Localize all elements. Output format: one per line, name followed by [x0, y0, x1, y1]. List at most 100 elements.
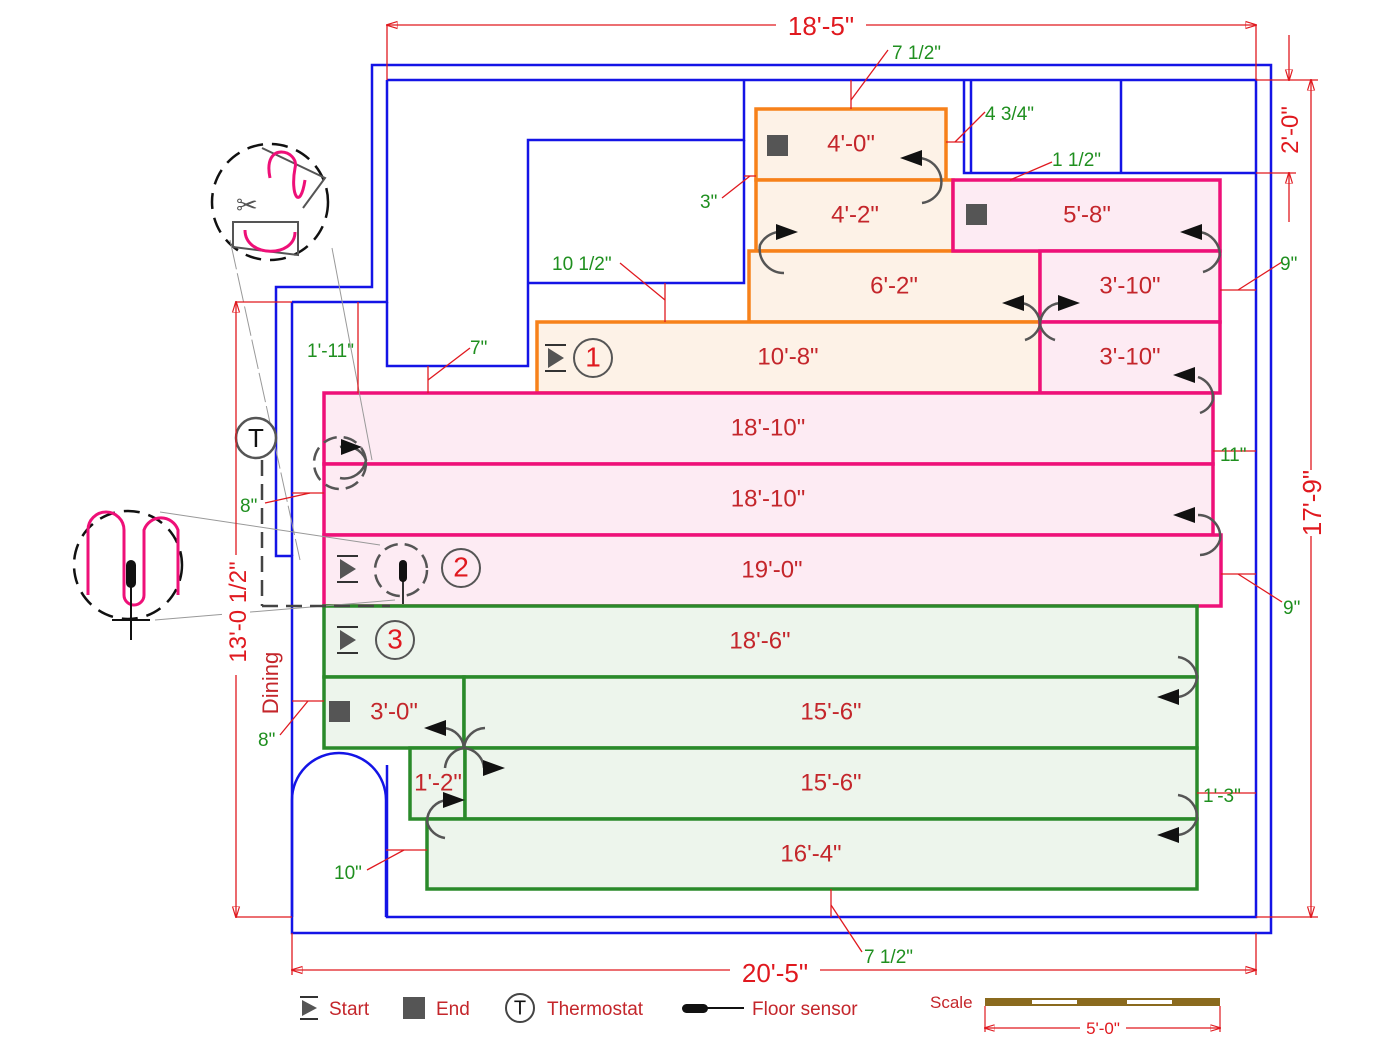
- legend-thermostat-label: Thermostat: [547, 999, 644, 1020]
- mat-label: 10'-8": [757, 343, 818, 370]
- mat-18-10-b[interactable]: [322, 462, 1215, 537]
- dim-bottom-overall: 20'-5": [742, 958, 808, 988]
- mat-label: 6'-2": [870, 272, 918, 299]
- mat-label: 5'-8": [1063, 201, 1111, 228]
- clearance-label: 10 1/2": [552, 254, 612, 275]
- legend-start-label: Start: [329, 999, 370, 1020]
- mat-4-2[interactable]: [754, 178, 955, 253]
- mat-5-8[interactable]: [951, 178, 1222, 253]
- clearance-label: 8": [240, 496, 257, 517]
- scale-length: 5'-0": [1086, 1019, 1120, 1038]
- legend: Start End T Thermostat Floor sensor Scal…: [300, 993, 1220, 1038]
- start-markers: [337, 344, 566, 654]
- floor-sensor-icon: [126, 560, 136, 588]
- zone-2: [322, 178, 1223, 608]
- mat-labels: 4'-0" 4'-2" 5'-8" 6'-2" 3'-10" 10'-8" 3'…: [370, 130, 1160, 867]
- turn-arrow-icon: [758, 230, 785, 275]
- turn-arrow-icon: [1177, 793, 1199, 837]
- clearance-label: 3": [700, 192, 717, 213]
- mat-15-6-b[interactable]: [463, 746, 1199, 821]
- mat-cut-icon: [232, 147, 327, 257]
- zone-number: 2: [453, 551, 469, 582]
- cut-detail-circle: [210, 142, 330, 262]
- turn-arrow-icon: [443, 726, 486, 769]
- dim-right-top: 2'-0": [1277, 106, 1304, 154]
- zone-number: 1: [585, 341, 601, 372]
- shelf-wall: [528, 140, 746, 285]
- start-icon: [337, 626, 358, 654]
- clearance-label: 10": [334, 863, 362, 884]
- legend-thermostat-icon: [505, 993, 535, 1023]
- scale-label: Scale: [930, 993, 973, 1012]
- zone-3: [322, 604, 1199, 891]
- dimension-labels: 18'-5" 20'-5" 17'-9" 2'-0" 13'-0 1/2" Di…: [222, 11, 1327, 988]
- mat-label: 15'-6": [800, 769, 861, 796]
- room-label: Dining: [258, 652, 283, 714]
- start-icon: [545, 344, 566, 372]
- mat-label: 4'-0": [827, 130, 875, 157]
- zone-number: 3: [387, 623, 403, 654]
- legend-end-label: End: [436, 999, 470, 1020]
- turn-arrow-icon: [1177, 655, 1199, 699]
- turn-arrow-icon: [1038, 301, 1061, 342]
- turn-arrow-icon: [425, 798, 449, 840]
- clearance-label: 1'-11": [307, 341, 354, 362]
- dim-top-overall: 18'-5": [788, 11, 854, 41]
- clearance-label: 7 1/2": [864, 947, 913, 968]
- turn-detail-circle: [312, 435, 368, 491]
- clearance-label: 1'-3": [1203, 786, 1241, 807]
- turn-arrow-icon: [1197, 513, 1222, 557]
- zone-numbers: 1 2 3: [375, 338, 613, 660]
- mat-label: 18'-6": [729, 627, 790, 654]
- end-markers: [329, 135, 987, 722]
- dim-left-height: 13'-0 1/2": [225, 561, 252, 662]
- turn-arrow-icon: [914, 156, 943, 205]
- clearance-label: 4 3/4": [985, 104, 1034, 125]
- mat-10-8[interactable]: [535, 320, 1042, 395]
- clearance-label: 9": [1280, 254, 1297, 275]
- legend-start-icon: [300, 996, 318, 1020]
- legend-floor-sensor-label: Floor sensor: [752, 999, 858, 1020]
- mat-label: 16'-4": [780, 840, 841, 867]
- legend-floor-sensor-icon: [682, 1004, 708, 1013]
- thermostat-letter: T: [248, 423, 264, 453]
- zone-number-circle: [375, 620, 415, 660]
- clearance-label: 11": [1220, 445, 1246, 466]
- end-icon: [966, 204, 987, 225]
- heating-cable-icon: [243, 150, 307, 253]
- mat-label: 3'-0": [370, 698, 418, 725]
- scissors-icon: ✂: [236, 191, 258, 221]
- mat-label: 19'-0": [741, 556, 802, 583]
- arch-opening: [290, 751, 388, 917]
- end-icon: [329, 701, 350, 722]
- closet-wall-left: [385, 80, 746, 368]
- mat-label: 18'-10": [731, 485, 805, 512]
- mat-label: 4'-2": [831, 201, 879, 228]
- legend-thermostat-letter: T: [514, 997, 526, 1019]
- mat-15-6-a[interactable]: [462, 675, 1199, 750]
- floor-sensor-icon: [399, 560, 407, 582]
- dim-right-overall: 17'-9": [1297, 470, 1327, 536]
- end-icon: [767, 135, 788, 156]
- walls: [274, 63, 1273, 935]
- detail-callouts: ✂: [72, 142, 429, 640]
- mat-label: 3'-10": [1099, 272, 1160, 299]
- zone-number-circle: [441, 548, 481, 588]
- heating-cable-icon: [86, 510, 180, 607]
- turn-arrow-icon: [1199, 230, 1222, 274]
- clearance-label: 1 1/2": [1052, 150, 1101, 171]
- clearance-label: 7 1/2": [892, 43, 941, 64]
- clearance-label: 9": [1283, 598, 1300, 619]
- turn-arrow-icon: [1197, 375, 1215, 415]
- arrow-heads: [341, 150, 1202, 843]
- zone-number-circle: [573, 338, 613, 378]
- mat-16-4[interactable]: [425, 817, 1199, 891]
- mat-label: 3'-10": [1099, 343, 1160, 370]
- scale-bar: 5'-0": [985, 998, 1220, 1038]
- mat-label: 15'-6": [800, 698, 861, 725]
- thermostat[interactable]: T: [234, 416, 390, 608]
- clearance-label: 7": [470, 338, 487, 359]
- mat-19-0[interactable]: [322, 533, 1223, 608]
- mat-18-6[interactable]: [322, 604, 1199, 679]
